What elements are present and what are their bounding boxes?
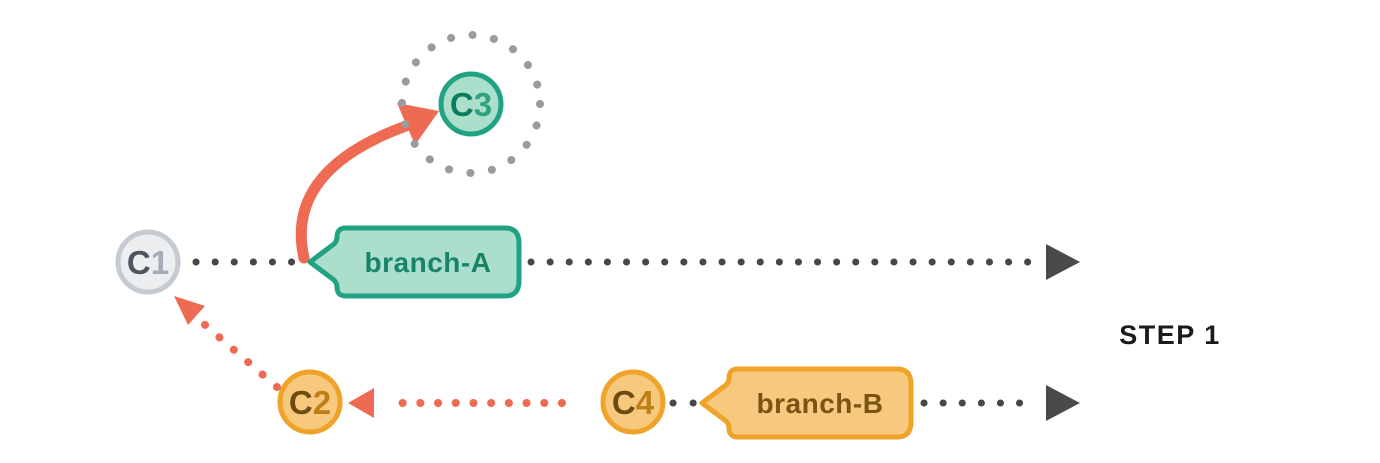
branch-tag-a-label: branch-A <box>365 247 492 278</box>
commit-c2-label: C2 <box>289 384 331 421</box>
commit-c2-digit: 2 <box>313 384 331 421</box>
red-curved-arrow-to-c3 <box>295 103 439 264</box>
step-caption: STEP 1 <box>1119 320 1221 350</box>
timeline-a-arrowhead-icon <box>1046 244 1080 280</box>
commit-c4-label: C4 <box>612 384 655 421</box>
commit-c4-letter: C <box>612 384 636 421</box>
commit-c4-digit: 4 <box>636 384 655 421</box>
timeline-b-arrowhead-icon <box>1046 385 1080 421</box>
red-curve-shaft <box>295 120 412 264</box>
red-arrowhead-left-icon <box>348 388 374 418</box>
red-dotted-arrow-c2-to-c1 <box>174 296 281 391</box>
branch-tag-a-shape <box>307 225 522 299</box>
red-dots-c2-c1 <box>200 320 281 391</box>
red-dotted-arrow-c4-to-c2 <box>348 388 566 418</box>
branch-tag-a: branch-A <box>307 225 522 299</box>
commit-c4-circle <box>600 369 666 435</box>
red-arrowhead-upright-icon <box>397 103 439 145</box>
commit-c3-letter: C <box>450 86 474 123</box>
red-arrowhead-upleft-icon <box>174 296 205 325</box>
branch-tag-b: branch-B <box>699 366 914 440</box>
commit-c1-digit: 1 <box>151 244 169 281</box>
commit-node-c3: C3 <box>438 71 504 137</box>
commit-c1-circle <box>115 229 181 295</box>
commit-c2-circle <box>277 369 343 435</box>
commit-c1-letter: C <box>127 244 151 281</box>
commit-node-c2: C2 <box>277 369 343 435</box>
commit-node-c4: C4 <box>600 369 666 435</box>
commit-c3-digit: 3 <box>474 86 492 123</box>
commit-node-c1: C1 <box>115 229 181 295</box>
commit-c3-circle <box>438 71 504 137</box>
commit-c1-label: C1 <box>127 244 169 281</box>
dotted-ring-around-c3 <box>398 31 544 177</box>
commit-c3-label: C3 <box>450 86 492 123</box>
branch-tag-b-shape <box>699 366 914 440</box>
commit-c2-letter: C <box>289 384 313 421</box>
branch-tag-b-label: branch-B <box>757 388 884 419</box>
